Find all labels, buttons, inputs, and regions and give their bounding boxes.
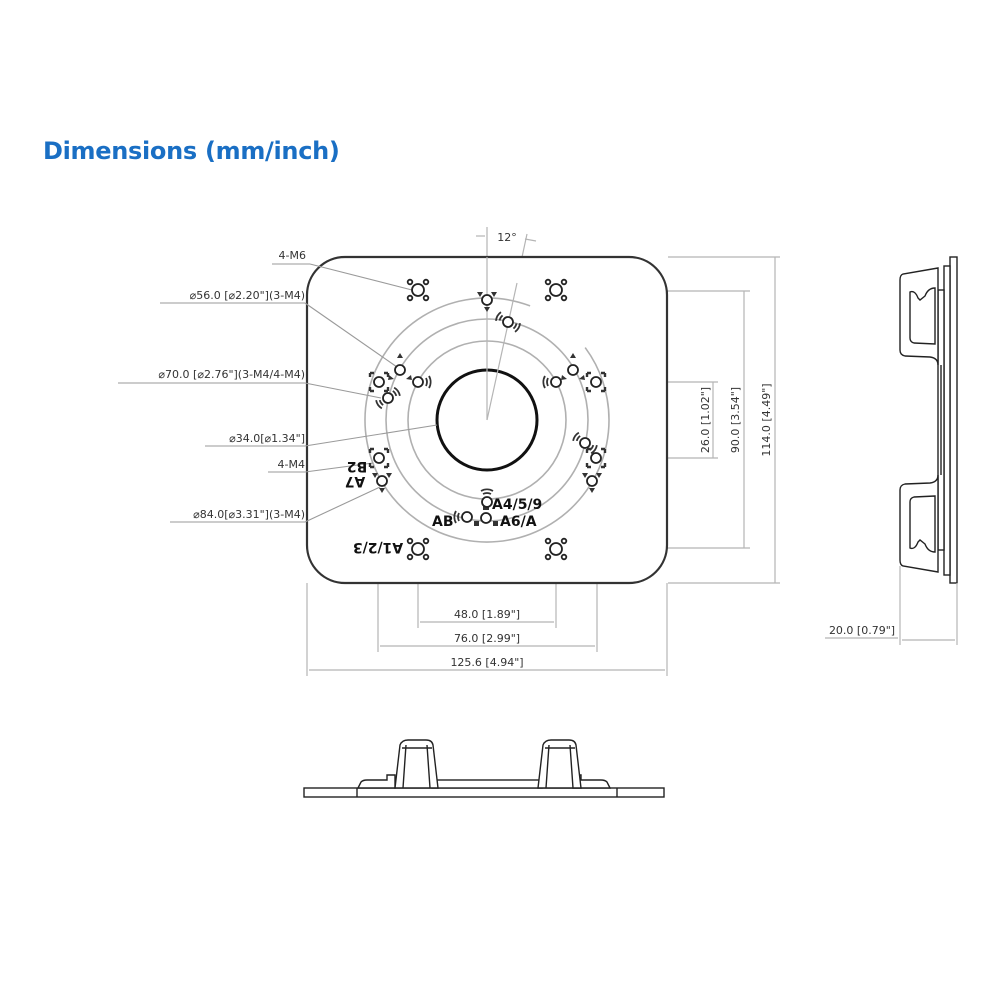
angle-label: 12° [497, 231, 517, 244]
bracket-holes [368, 371, 607, 469]
dim-125: 125.6 [4.94"] [450, 656, 523, 669]
page-title: Dimensions (mm/inch) [43, 137, 340, 165]
leader-lines [118, 263, 438, 523]
arc-holes [375, 311, 598, 524]
hole-mark-a7: A7 [345, 473, 366, 489]
triangle-holes [372, 292, 602, 526]
callout-d56: ⌀56.0 [⌀2.20"](3-M4) [190, 289, 305, 302]
hole-mark-a6a: A6/A [500, 514, 537, 530]
callout-d70: ⌀70.0 [⌀2.76"](3-M4/4-M4) [158, 368, 305, 381]
dim-90: 90.0 [3.54"] [729, 387, 742, 453]
hole-mark-ab: AB [432, 514, 454, 530]
bottom-view [303, 739, 665, 798]
callout-m4: 4-M4 [278, 458, 305, 471]
m6-holes [406, 278, 568, 561]
dim-26: 26.0 [1.02"] [699, 387, 712, 453]
callout-m6: 4-M6 [279, 249, 306, 262]
callout-d34: ⌀34.0[⌀1.34"] [229, 432, 305, 445]
dim-76: 76.0 [2.99"] [454, 632, 520, 645]
top-view: B2 A7 A4/5/9 AB A6/A A1/2/3 12° 4-M6 ⌀56… [118, 227, 780, 676]
side-view: 20.0 [0.79"] [825, 256, 958, 645]
hole-mark-a123: A1/2/3 [353, 539, 403, 555]
callout-d84: ⌀84.0[⌀3.31"](3-M4) [193, 508, 305, 521]
dim-114: 114.0 [4.49"] [760, 383, 773, 456]
hole-mark-a459: A4/5/9 [492, 497, 542, 513]
dim-depth: 20.0 [0.79"] [829, 624, 895, 637]
bolt-circle-84 [364, 297, 610, 543]
dim-48: 48.0 [1.89"] [454, 608, 520, 621]
hole-mark-b2: B2 [347, 458, 367, 474]
